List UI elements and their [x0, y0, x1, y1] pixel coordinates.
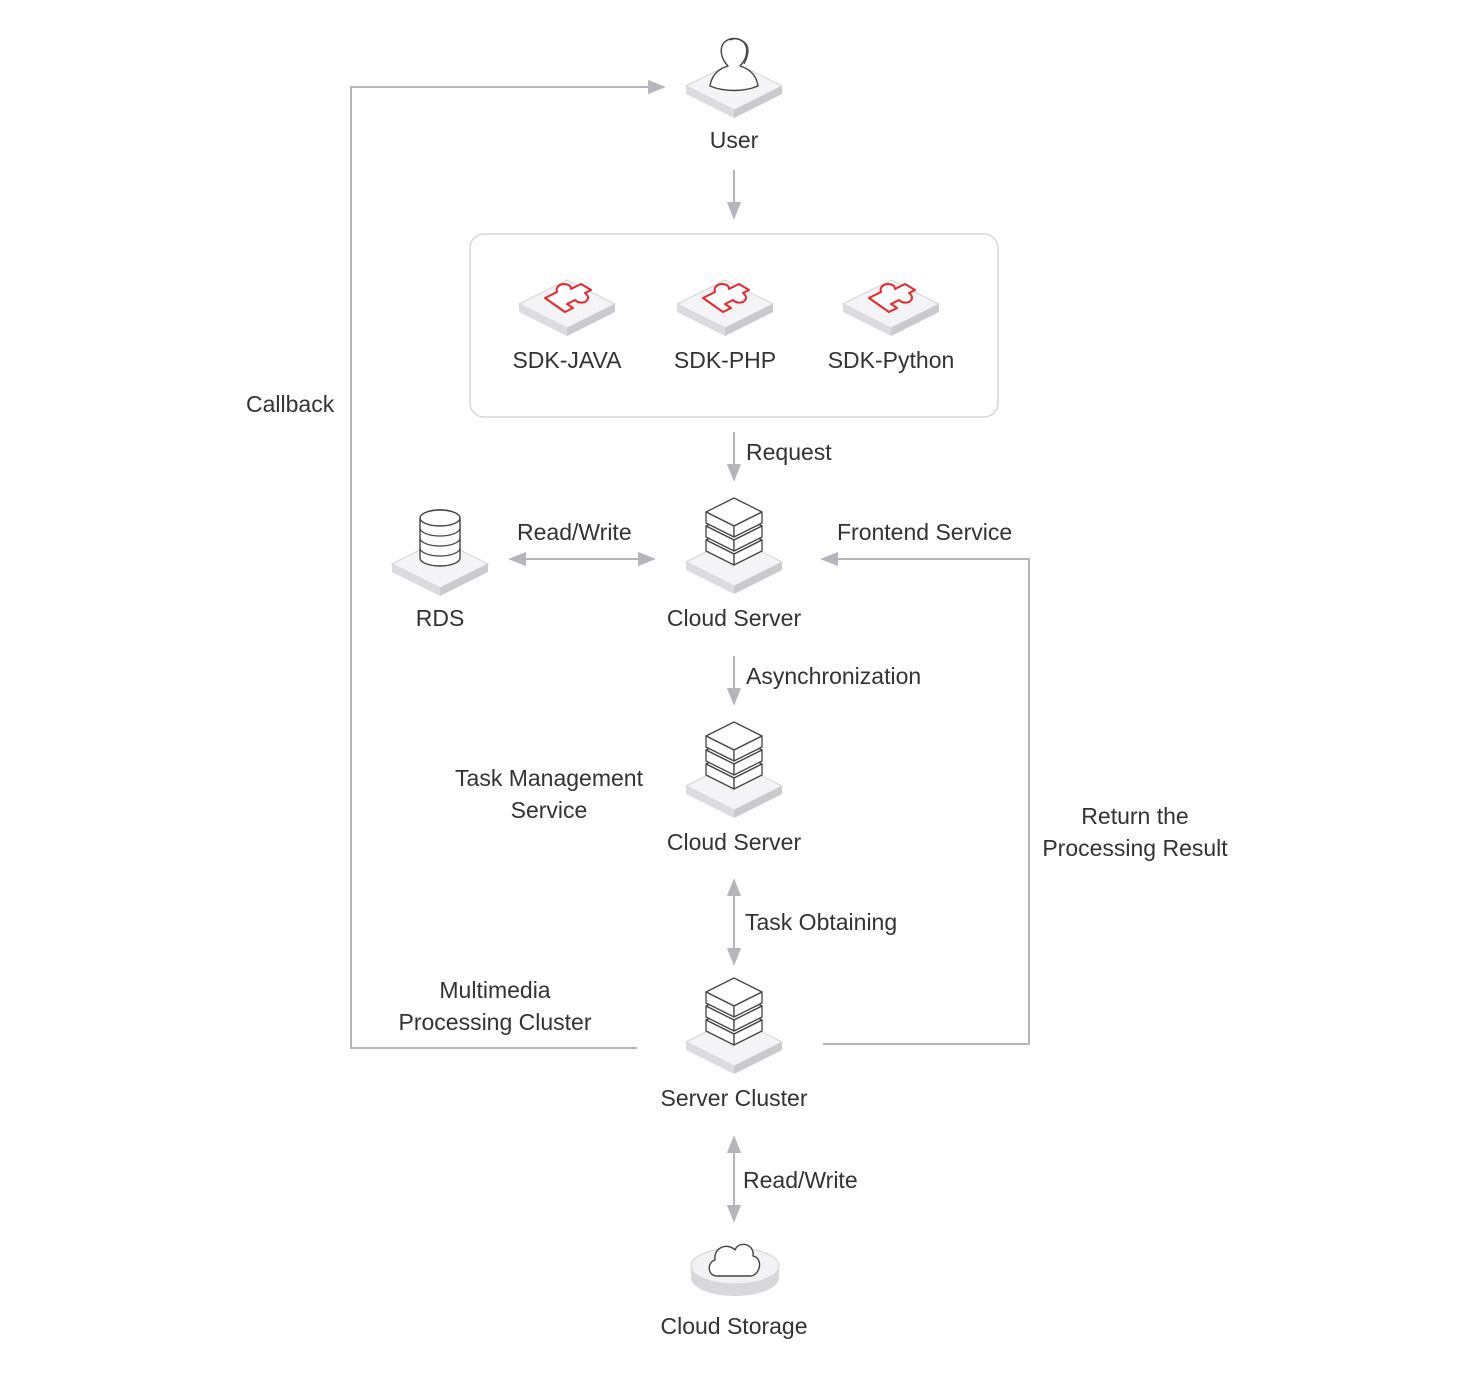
sdk-python-puzzle-icon [842, 279, 940, 337]
frontend-service-annotation: Frontend Service [837, 519, 1013, 545]
task-cloud-server-label: Cloud Server [666, 829, 802, 855]
callback-line [350, 79, 666, 1049]
return-result-annotation: Return the Processing Result [1042, 803, 1228, 861]
rds-read-write-annotation: Read/Write [517, 519, 632, 545]
user-label: User [709, 127, 759, 153]
sdk-java-puzzle-icon [518, 279, 616, 337]
sdk-python-label: SDK-Python [827, 347, 955, 373]
frontend-cloud-server-label: Cloud Server [666, 605, 802, 631]
rds-label: RDS [415, 605, 465, 631]
user-icon [685, 37, 783, 119]
sdk-java-label: SDK-JAVA [512, 347, 622, 373]
task-obtaining-annotation: Task Obtaining [745, 909, 898, 935]
task-management-annotation: Task Management Service [455, 765, 643, 823]
callback-annotation: Callback [246, 391, 335, 417]
storage-read-write-annotation: Read/Write [743, 1167, 858, 1193]
return-result-line [820, 551, 1030, 1045]
task-server-icon [685, 721, 783, 819]
sdk-php-label: SDK-PHP [673, 347, 777, 373]
cloud-storage-label: Cloud Storage [660, 1313, 808, 1339]
frontend-server-icon [685, 497, 783, 595]
asynchronization-annotation: Asynchronization [746, 663, 922, 689]
database-icon [391, 509, 489, 597]
request-annotation: Request [746, 439, 832, 465]
sdk-php-puzzle-icon [676, 279, 774, 337]
server-cluster-icon [685, 977, 783, 1075]
server-cluster-label: Server Cluster [660, 1085, 808, 1111]
multimedia-cluster-annotation: Multimedia Processing Cluster [398, 977, 592, 1035]
cloud-storage-icon [690, 1243, 780, 1296]
